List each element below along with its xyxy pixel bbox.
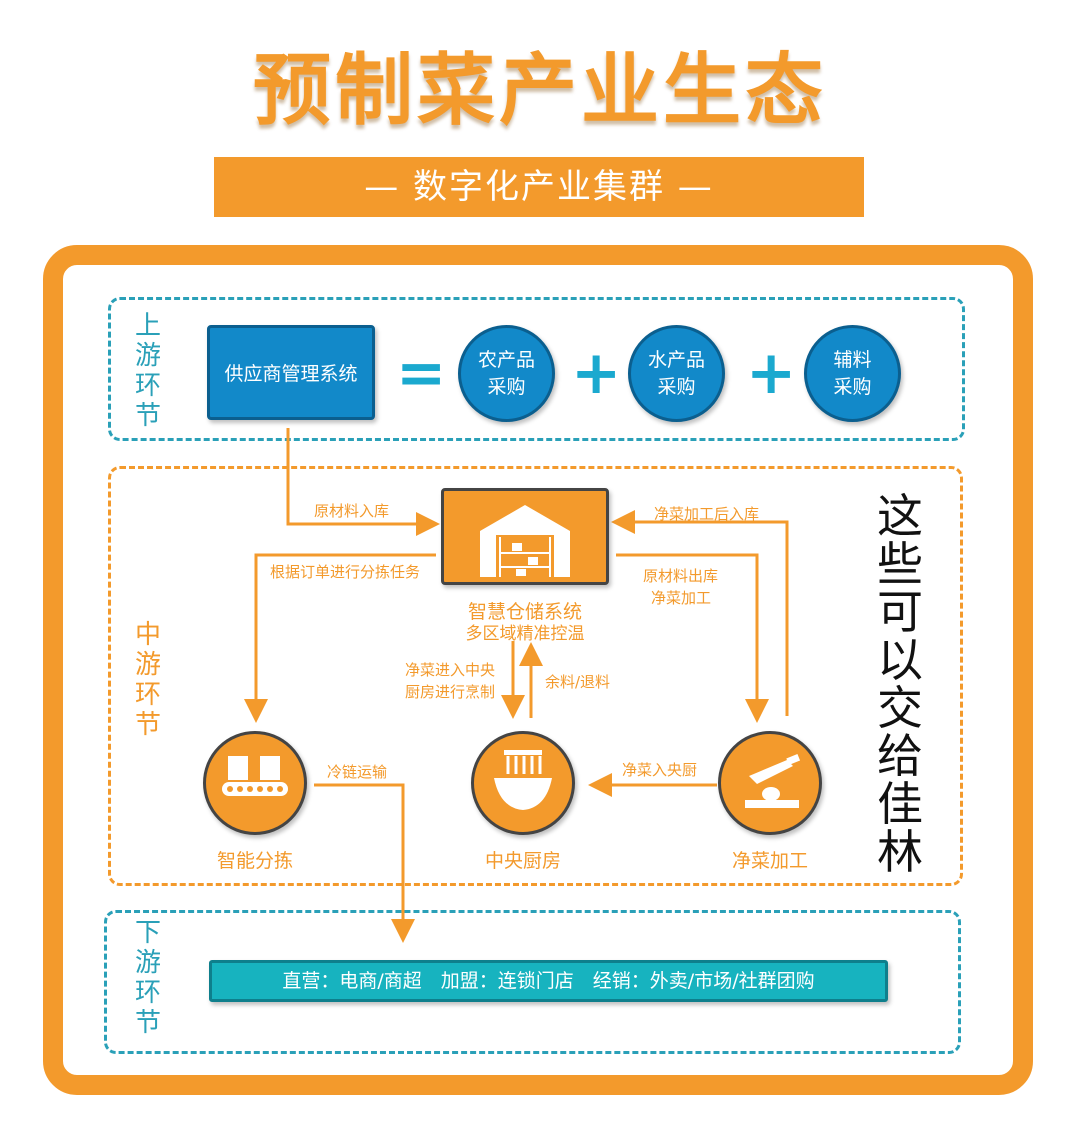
supplier-management-system: 供应商管理系统: [207, 325, 375, 420]
flow-label-to-kitchen-2: 厨房进行烹制: [405, 683, 496, 701]
flow-label-raw-out-1: 原材料出库: [643, 567, 719, 585]
flow-label-raw-in: 原材料入库: [314, 502, 390, 520]
noodle-bowl-icon: [494, 750, 552, 810]
plus-sign: +: [571, 338, 622, 408]
plus-sign: +: [746, 338, 797, 408]
conveyor-belt-icon: [222, 756, 288, 796]
flow-label-cold-chain: 冷链运输: [327, 763, 388, 781]
subtitle-banner: — 数字化产业集群 —: [214, 157, 864, 217]
central-kitchen-node: [471, 731, 575, 835]
cold-chain-arrow: [314, 783, 415, 943]
agri-procurement-line1: 农产品: [477, 348, 535, 371]
auxiliary-procurement-node: 辅料 采购: [804, 325, 901, 422]
flow-label-to-kitchen-1: 净菜进入中央: [405, 661, 496, 679]
smart-sorting-label: 智能分拣: [216, 850, 293, 872]
upstream-zone: [108, 297, 965, 441]
upstream-label: 上游环节: [134, 311, 161, 431]
sales-channels-bar: 直营：电商/商超 加盟：连锁门店 经销：外卖/市场/社群团购: [209, 960, 888, 1002]
flow-label-order-sorting: 根据订单进行分拣任务: [270, 563, 421, 581]
midstream-label: 中游环节: [134, 620, 161, 740]
flow-label-processed-in: 净菜加工后入库: [654, 505, 760, 523]
downstream-label: 下游环节: [134, 918, 161, 1038]
side-note: 这些可以交给佳林: [877, 489, 923, 879]
flow-label-to-central: 净菜入央厨: [622, 761, 698, 779]
midstream-zone: [108, 466, 963, 886]
auxiliary-procurement-line1: 辅料: [833, 348, 872, 371]
processed-in-arrow: [611, 510, 789, 716]
downstream-zone: [104, 910, 961, 1054]
smart-sorting-node: [203, 731, 307, 835]
agri-procurement-line2: 采购: [487, 375, 526, 398]
raw-in-arrow: [286, 428, 440, 536]
vegetable-processing-label: 净菜加工: [731, 850, 808, 872]
equals-sign: =: [396, 338, 447, 408]
page-title: 预制菜产业生态: [252, 46, 827, 136]
knife-board-icon: [745, 753, 801, 808]
agri-procurement-node: 农产品 采购: [458, 325, 555, 422]
warehouse-subtitle: 多区域精准控温: [465, 624, 585, 644]
warehouse-icon: [480, 505, 570, 577]
aqua-procurement-line2: 采购: [657, 375, 696, 398]
vegetable-processing-node: [718, 731, 822, 835]
smart-warehouse-node: [441, 488, 609, 585]
order-sorting-arrow: [244, 553, 436, 723]
flow-label-raw-out-2: 净菜加工: [651, 589, 712, 607]
raw-out-arrow: [616, 553, 769, 723]
central-kitchen-label: 中央厨房: [484, 850, 561, 872]
aqua-procurement-line1: 水产品: [647, 348, 705, 371]
flow-label-leftover: 余料/退料: [545, 673, 611, 691]
auxiliary-procurement-line2: 采购: [833, 375, 872, 398]
warehouse-title: 智慧仓储系统: [467, 601, 582, 623]
aqua-procurement-node: 水产品 采购: [628, 325, 725, 422]
